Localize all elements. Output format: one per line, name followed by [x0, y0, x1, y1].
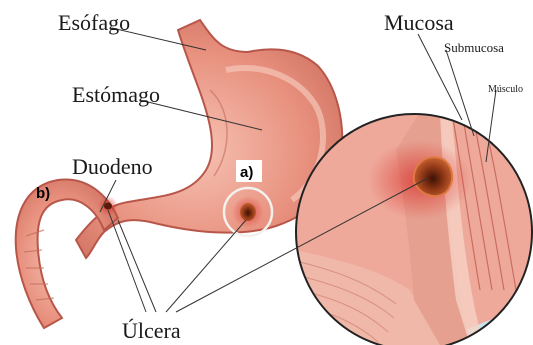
marker-a: a) [240, 164, 253, 181]
leader-ulcera-duodeno [108, 210, 146, 312]
leader-ulcera-2 [166, 220, 246, 312]
duodenum [16, 179, 118, 328]
ulcer-crater [414, 157, 452, 196]
duodenal-ulcer [104, 203, 112, 210]
label-esofago: Esófago [58, 10, 130, 35]
label-submucosa: Submucosa [444, 40, 504, 55]
gastric-ulcer [240, 203, 256, 221]
marker-b: b) [36, 185, 50, 202]
label-musculo: Músculo [488, 84, 523, 95]
label-estomago: Estómago [72, 82, 160, 107]
label-duodeno: Duodeno [72, 154, 153, 179]
label-mucosa: Mucosa [384, 10, 454, 35]
leader-ulcera-1 [118, 220, 156, 312]
label-ulcera: Úlcera [122, 318, 181, 343]
